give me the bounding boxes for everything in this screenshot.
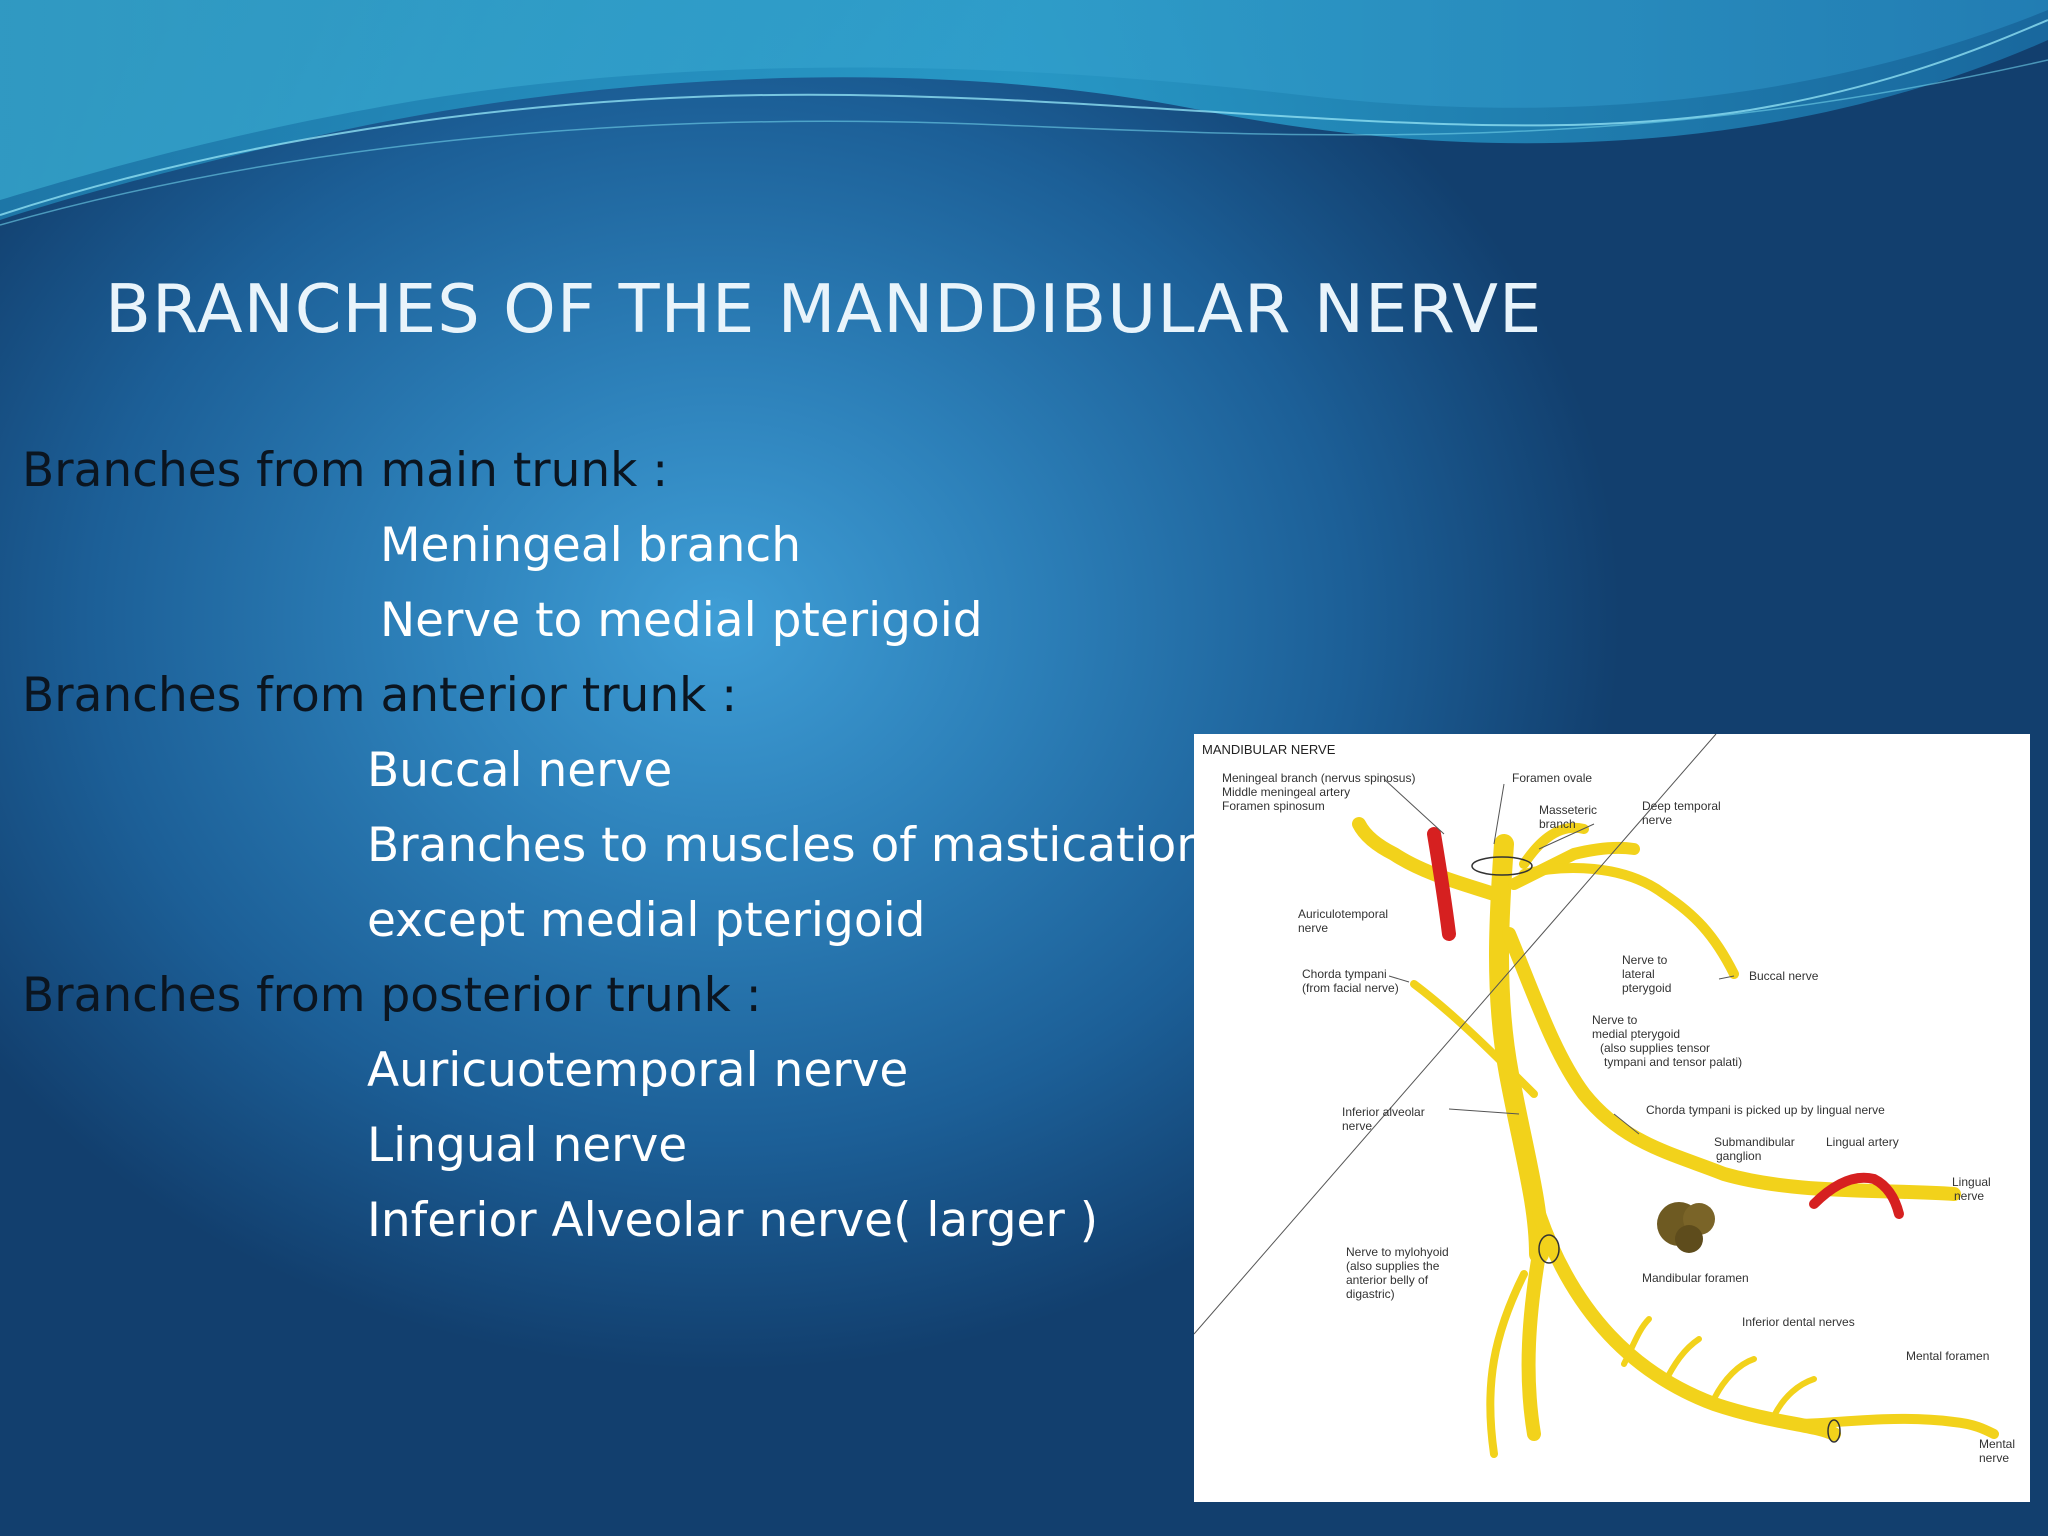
label-masseteric-2: branch — [1539, 817, 1576, 831]
label-masseteric-1: Masseteric — [1539, 803, 1597, 817]
label-middle-meningeal-artery: Middle meningeal artery — [1222, 785, 1350, 799]
nerve-trunks — [1352, 817, 1999, 1458]
list-item: Auricuotemporal nerve — [367, 1043, 909, 1098]
figure-title: MANDIBULAR NERVE — [1202, 742, 1336, 757]
submandibular-ganglion — [1657, 1202, 1715, 1253]
label-medial-pterygoid-2: medial pterygoid — [1592, 1027, 1680, 1041]
foramen-ovale-ring — [1471, 856, 1533, 876]
label-foramen-ovale: Foramen ovale — [1512, 771, 1592, 785]
mandibular-nerve-diagram: MANDIBULAR NERVE — [1194, 734, 2030, 1502]
label-meningeal-branch: Meningeal branch (nervus spinosus) — [1222, 771, 1415, 785]
label-foramen-spinosum: Foramen spinosum — [1222, 799, 1325, 813]
label-mylohyoid-4: digastric) — [1346, 1287, 1395, 1301]
label-lateral-pterygoid-3: pterygoid — [1622, 981, 1671, 995]
label-submandibular-1: Submandibular — [1714, 1135, 1795, 1149]
label-inferior-alveolar-1: Inferior alveolar — [1342, 1105, 1425, 1119]
label-mental-nerve-2: nerve — [1979, 1451, 2009, 1465]
label-auriculotemporal-2: nerve — [1298, 921, 1328, 935]
list-item: Nerve to medial pterigoid — [380, 593, 983, 648]
label-lingual-artery: Lingual artery — [1826, 1135, 1899, 1149]
arteries — [1427, 827, 1904, 1219]
list-item: except medial pterigoid — [367, 893, 926, 948]
label-mental-foramen: Mental foramen — [1906, 1349, 1989, 1363]
label-medial-pterygoid-3: (also supplies tensor — [1600, 1041, 1710, 1055]
label-mental-nerve-1: Mental — [1979, 1437, 2015, 1451]
label-inferior-alveolar-2: nerve — [1342, 1119, 1372, 1133]
label-chorda-tympani-2: (from facial nerve) — [1302, 981, 1399, 995]
label-mylohyoid-3: anterior belly of — [1346, 1273, 1429, 1287]
list-item: Lingual nerve — [367, 1118, 688, 1173]
label-medial-pterygoid-1: Nerve to — [1592, 1013, 1638, 1027]
label-buccal-nerve: Buccal nerve — [1749, 969, 1819, 983]
label-chorda-tympani-1: Chorda tympani — [1302, 967, 1387, 981]
label-medial-pterygoid-4: tympani and tensor palati) — [1604, 1055, 1742, 1069]
label-mylohyoid-2: (also supplies the — [1346, 1259, 1440, 1273]
label-lateral-pterygoid-1: Nerve to — [1622, 953, 1668, 967]
label-lateral-pterygoid-2: lateral — [1622, 967, 1655, 981]
branch-list: Branches from main trunk : Meningeal bra… — [22, 443, 1099, 1248]
label-lingual-nerve-1: Lingual — [1952, 1175, 1991, 1189]
label-inferior-dental-nerves: Inferior dental nerves — [1742, 1315, 1855, 1329]
nerve-illustration: MANDIBULAR NERVE — [1194, 734, 2015, 1465]
list-item: Branches to muscles of mastication — [367, 818, 1207, 873]
label-mandibular-foramen: Mandibular foramen — [1642, 1271, 1749, 1285]
mandibular-foramen-ring — [1538, 1234, 1560, 1264]
label-submandibular-2: ganglion — [1716, 1149, 1761, 1163]
leader-lines — [1194, 734, 1735, 1335]
label-lingual-nerve-2: nerve — [1954, 1189, 1984, 1203]
section-heading-posterior-trunk: Branches from posterior trunk : — [22, 968, 762, 1023]
mental-foramen-ring — [1827, 1419, 1841, 1443]
list-item: Inferior Alveolar nerve( larger ) — [367, 1193, 1099, 1248]
figure-labels: Meningeal branch (nervus spinosus) Middl… — [1222, 771, 2015, 1465]
label-deep-temporal-2: nerve — [1642, 813, 1672, 827]
slide-title: BRANCHES OF THE MANDDIBULAR NERVE — [105, 270, 1543, 348]
label-chorda-picked-up: Chorda tympani is picked up by lingual n… — [1646, 1103, 1885, 1117]
section-heading-anterior-trunk: Branches from anterior trunk : — [22, 668, 738, 723]
section-heading-main-trunk: Branches from main trunk : — [22, 443, 669, 498]
header-waves — [0, 0, 2048, 226]
list-item: Buccal nerve — [367, 743, 673, 798]
list-item: Meningeal branch — [380, 518, 802, 573]
label-mylohyoid-1: Nerve to mylohyoid — [1346, 1245, 1449, 1259]
label-deep-temporal-1: Deep temporal — [1642, 799, 1721, 813]
label-auriculotemporal-1: Auriculotemporal — [1298, 907, 1388, 921]
